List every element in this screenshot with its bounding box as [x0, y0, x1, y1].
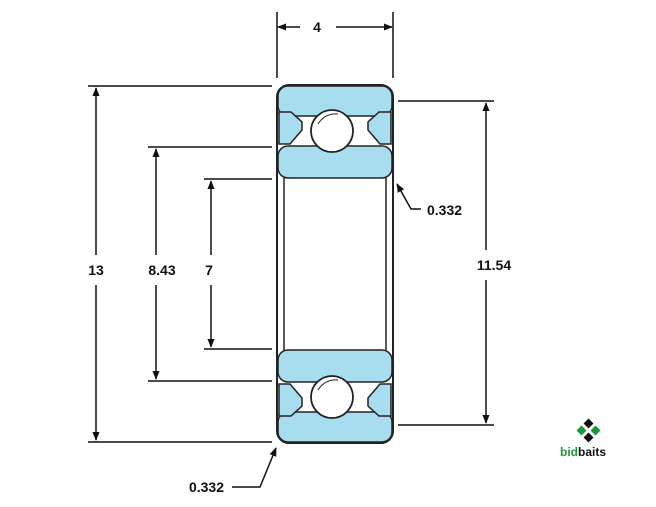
bidbaits-logo: bidbaits	[560, 418, 606, 459]
logo-text-bid: bid	[560, 445, 578, 459]
chamfer-inner-callout: 0.332	[189, 447, 277, 495]
dimension-width: 4	[276, 12, 394, 78]
chamfer-outer-callout: 0.332	[396, 183, 462, 218]
recycle-diamond-icon	[576, 418, 601, 443]
logo-text-baits: baits	[578, 445, 606, 459]
dimension-bore-shoulder: 8.43	[148, 146, 272, 382]
seal-bottom-left	[278, 383, 303, 417]
bearing-cross-section	[276, 84, 394, 444]
chamfer-outer-leader	[396, 183, 421, 210]
ball-top-highlight	[317, 113, 339, 125]
bore-label: 7	[205, 262, 213, 278]
chamfer-outer-label: 0.332	[427, 202, 462, 218]
bs-label: 8.43	[148, 262, 175, 278]
seal-top-right	[367, 111, 392, 145]
seal-top-left	[278, 111, 303, 145]
width-label: 4	[313, 19, 321, 35]
dimension-bore: 7	[204, 178, 272, 350]
dimension-outer-diameter: 13	[88, 85, 272, 443]
ball-bottom	[310, 375, 354, 419]
dimension-outer-shoulder: 11.54	[398, 100, 511, 426]
logo-text: bidbaits	[560, 445, 606, 459]
ball-top	[310, 109, 354, 153]
os-label: 11.54	[477, 257, 511, 273]
od-label: 13	[88, 262, 104, 278]
seal-bottom-right	[367, 383, 392, 417]
chamfer-inner-label: 0.332	[189, 479, 224, 495]
chamfer-inner-leader	[232, 447, 277, 488]
ball-bottom-highlight	[317, 379, 339, 391]
